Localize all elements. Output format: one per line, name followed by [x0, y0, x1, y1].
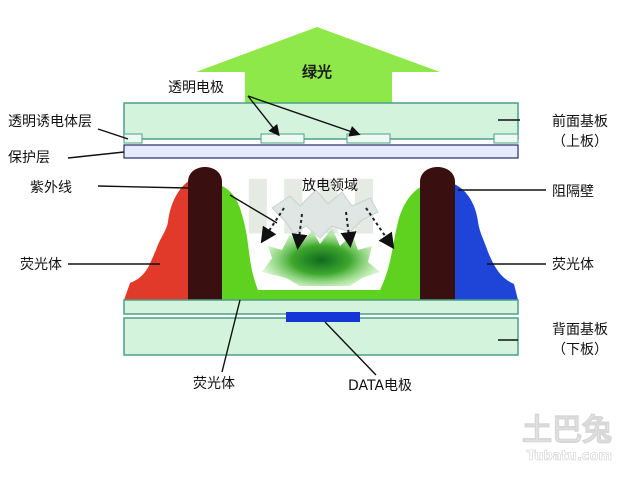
barrier-wall-right: [420, 167, 455, 300]
protective-layer-label: 保护层: [8, 150, 50, 166]
transparent-dielectric-label: 透明诱电体层: [8, 114, 92, 130]
transparent-electrode-1: [260, 133, 305, 144]
phosphor-left-label: 荧光体: [20, 256, 62, 273]
uv-rays-label: 紫外线: [30, 180, 72, 196]
barrier-wall-label: 阻隔壁: [552, 184, 594, 200]
front-substrate-label: 前面基板: [552, 113, 608, 130]
transparent-electrode-2: [346, 133, 391, 144]
watermark-url: Tubatu.com: [527, 449, 612, 464]
electrode-left-small: [123, 133, 143, 144]
green-light-label: 绿光: [302, 63, 332, 81]
front-substrate-sub-label: （上板）: [552, 134, 608, 150]
back-substrate: [123, 317, 519, 356]
phosphor-green: [220, 185, 424, 300]
back-substrate-top: [123, 299, 519, 315]
data-electrode: [286, 312, 360, 322]
uv-dashed-arrows: [260, 207, 395, 250]
protective-layer: [123, 144, 519, 159]
electrode-pointer-lines: [247, 95, 361, 137]
leader-lines: [67, 119, 546, 376]
phosphor-blue: [454, 184, 518, 300]
tubatu-watermark: 土巴兔 Tubatu.com: [522, 413, 613, 465]
electrode-right-small: [493, 133, 519, 144]
green-light-arrow: [196, 27, 440, 103]
discharge-spark: [271, 189, 379, 239]
discharge-region-label: 放电领域: [302, 178, 358, 194]
watermark-logo: 土巴兔: [522, 413, 612, 448]
phosphor-bottom-label: 荧光体: [193, 375, 235, 392]
phosphor-red: [124, 180, 190, 300]
data-electrode-label: DATA电极: [348, 378, 412, 394]
transparent-electrode-label: 透明电极: [168, 80, 224, 96]
back-substrate-label: 背面基板: [552, 321, 608, 338]
back-substrate-sub-label: （下板）: [552, 342, 608, 358]
phosphor-right-label: 荧光体: [552, 256, 594, 273]
barrier-wall-left: [188, 167, 222, 300]
